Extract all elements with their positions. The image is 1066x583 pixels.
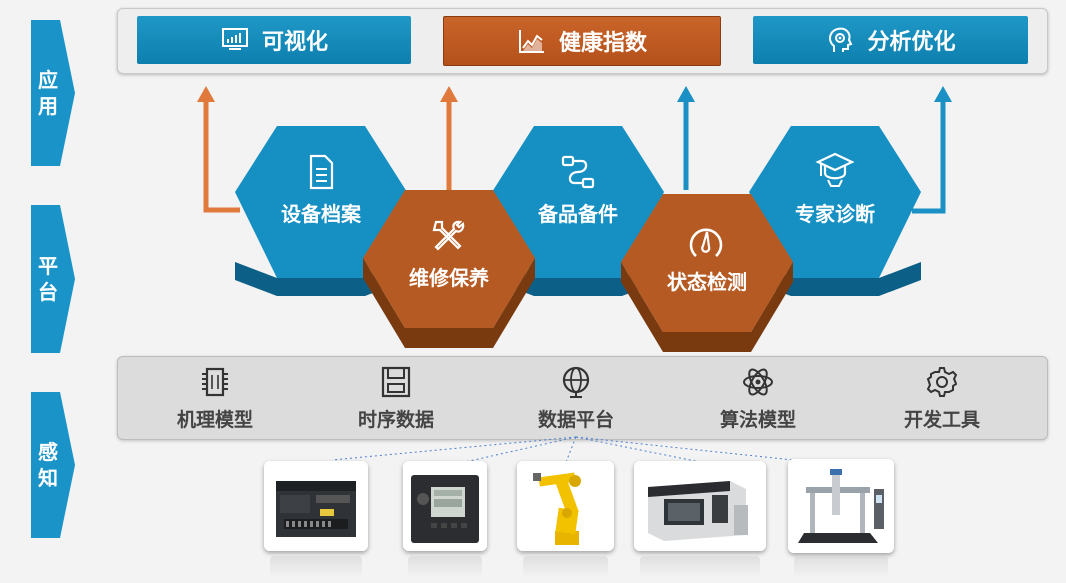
layer-label-perception: 感知 [38,440,58,490]
device-cnc-machine[interactable] [634,461,766,551]
hex-equipment-archive[interactable] [235,126,407,296]
service-label: 备品备件 [538,202,618,226]
robot-arm-icon [517,461,614,551]
hex-spare-parts[interactable] [492,126,664,296]
head-gear-icon [829,27,853,52]
globe-icon [562,366,590,398]
line-chart-icon [518,30,544,53]
graduate-icon [815,152,855,187]
service-label: 维修保养 [409,266,489,290]
platform-item-algorithm-model[interactable]: 算法模型 [698,365,818,432]
gantry-robot-icon [788,459,894,553]
device-robot-arm[interactable] [517,461,614,551]
hex-maintenance[interactable] [363,190,535,348]
platform-label: 开发工具 [903,409,980,431]
platform-item-data-platform[interactable]: 数据平台 [516,365,636,432]
device-reflection [408,556,482,578]
platform-label: 时序数据 [357,409,434,431]
gauge-icon [689,228,723,257]
application-bar: 可视化 健康指数 分析优化 [117,8,1048,74]
service-label: 状态检测 [667,270,747,294]
layer-label-platform: 平台 [38,254,58,304]
device-plc[interactable] [264,461,368,551]
document-icon [309,154,334,190]
power-meter-icon [403,461,487,551]
platform-label: 机理模型 [176,409,253,431]
device-power-meter[interactable] [403,461,487,551]
platform-item-dev-tools[interactable]: 开发工具 [882,365,1002,432]
monitor-chart-icon [221,28,248,50]
gear-icon [926,367,958,397]
service-label: 专家诊断 [795,202,875,226]
device-gantry-robot[interactable] [788,459,894,553]
plc-controller-icon [264,461,368,551]
device-reflection [640,556,760,578]
hex-condition-monitoring[interactable] [621,194,793,352]
layer-arrows [31,20,75,538]
connector-icon [561,155,595,189]
platform-item-time-series[interactable]: 时序数据 [336,365,456,432]
app-label: 健康指数 [558,31,647,56]
device-reflection [794,556,888,578]
platform-bar: 机理模型 时序数据 数据平台 算法模型 开发 [117,356,1048,440]
platform-label: 算法模型 [719,409,796,431]
platform-item-mechanism-model[interactable]: 机理模型 [155,365,275,432]
chip-icon [202,367,228,397]
app-button-health-index[interactable]: 健康指数 [443,16,721,66]
atom-icon [743,368,773,396]
device-reflection [270,556,362,578]
cnc-machine-icon [634,461,766,551]
app-button-analysis-optimization[interactable]: 分析优化 [753,16,1028,64]
app-button-visualization[interactable]: 可视化 [137,16,411,64]
app-label: 可视化 [261,30,328,55]
hex-expert-diagnosis[interactable] [749,126,921,296]
tools-icon [432,220,465,251]
app-label: 分析优化 [867,30,956,55]
device-reflection [523,556,608,578]
service-label: 设备档案 [281,202,361,226]
platform-label: 数据平台 [537,409,614,431]
save-disk-icon [381,366,411,398]
layer-label-application: 应用 [38,68,58,118]
